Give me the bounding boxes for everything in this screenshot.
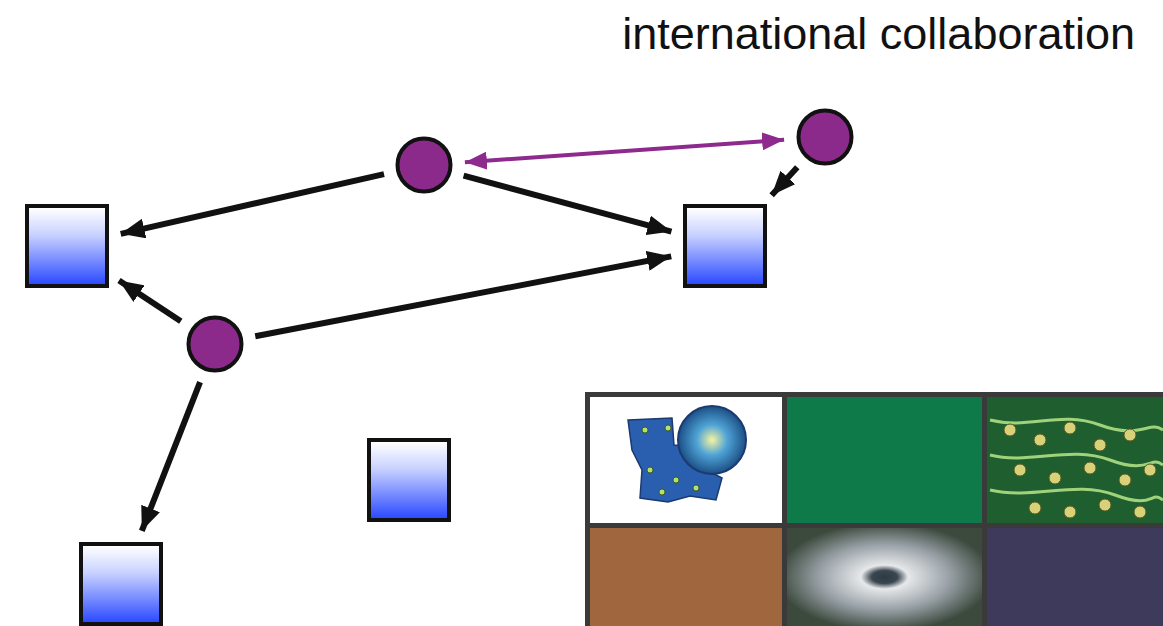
arrow-connector (119, 280, 181, 321)
circle-outline (796, 108, 854, 166)
circle-node (395, 136, 453, 194)
arrow-connector (255, 256, 671, 336)
circuit-pins (1004, 422, 1156, 518)
diagram-title: international collaboration (622, 8, 1135, 60)
hurricane-cell (787, 528, 982, 626)
circle-node (186, 315, 244, 373)
green-cell (787, 397, 982, 523)
circuit-cell (987, 397, 1163, 523)
purple-cell (987, 528, 1163, 626)
square-node (25, 204, 109, 288)
square-node (367, 438, 451, 522)
circle-node (796, 108, 854, 166)
brown-cell (590, 528, 782, 626)
circuit-traces (990, 419, 1163, 501)
collage-frame (585, 392, 1163, 626)
arrow-connector (121, 174, 384, 234)
globe-icon (678, 406, 746, 474)
arrow-connector (772, 167, 798, 195)
map-cell (590, 397, 782, 523)
circle-outline (395, 136, 453, 194)
arrow-connector (464, 176, 672, 232)
arrow-connector (465, 140, 784, 162)
arrow-connector (142, 382, 200, 531)
square-node (683, 204, 767, 288)
network-dots (642, 425, 699, 495)
circle-outline (186, 315, 244, 373)
square-node (79, 542, 163, 626)
